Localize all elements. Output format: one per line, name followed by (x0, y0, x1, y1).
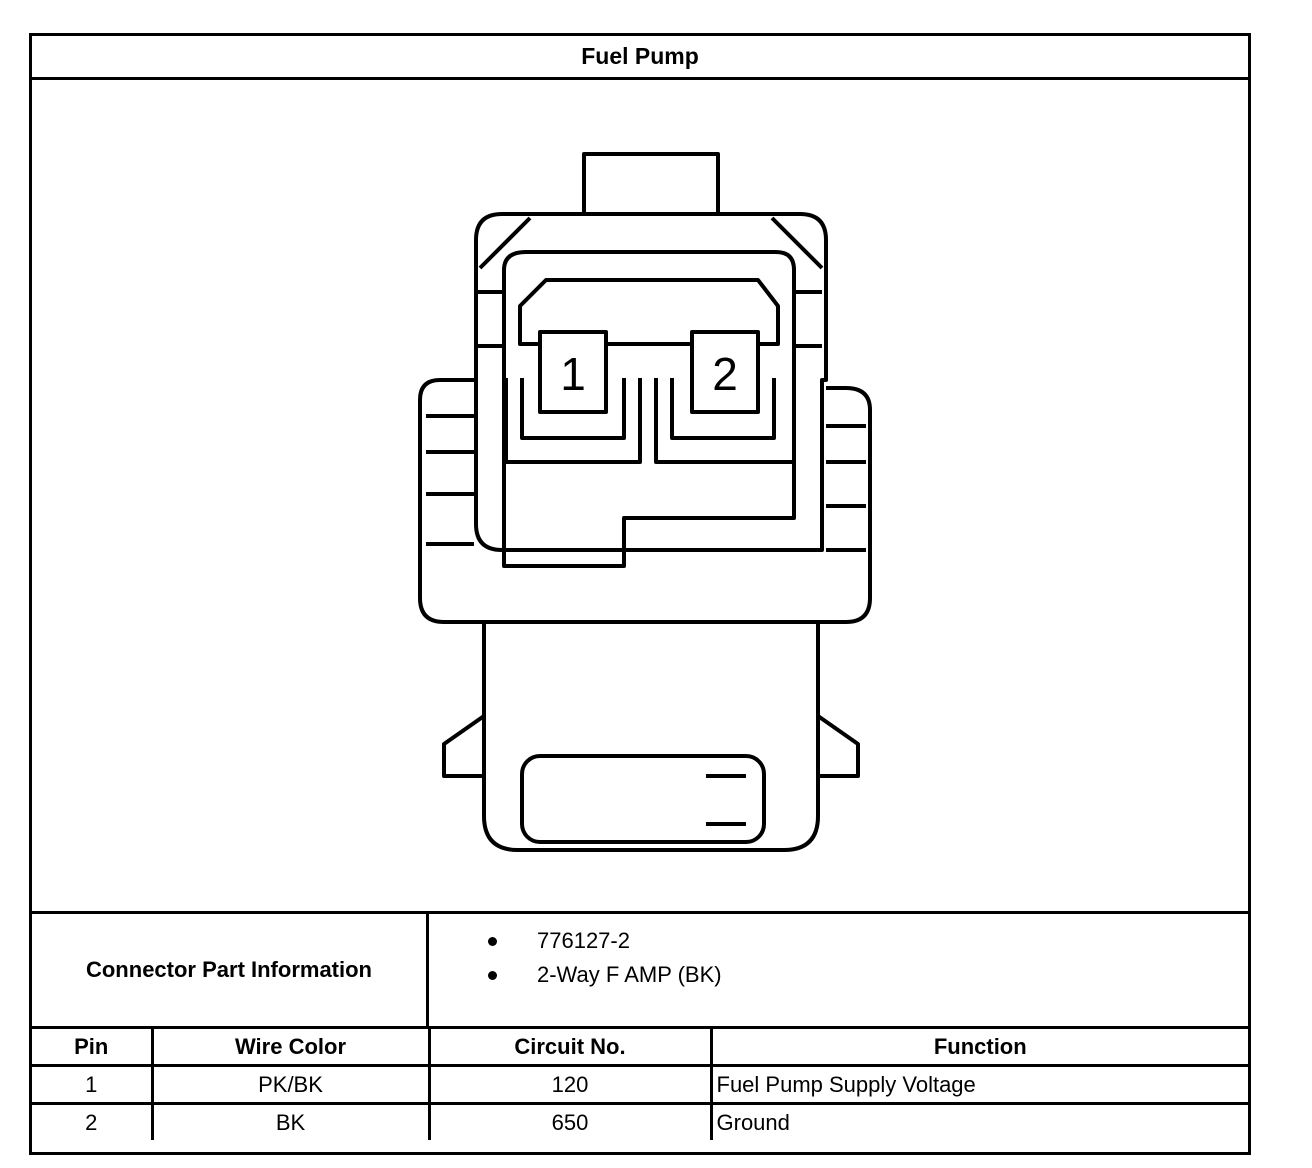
table-header-row: Pin Wire Color Circuit No. Function (32, 1029, 1248, 1067)
cell-pin: 2 (32, 1102, 154, 1140)
pin-label-1: 1 (560, 348, 586, 400)
connector-part-info-label: Connector Part Information (32, 914, 429, 1026)
cell-function: Fuel Pump Supply Voltage (709, 1064, 1248, 1105)
page-title: Fuel Pump (32, 36, 1248, 80)
cell-circuit-no: 650 (427, 1102, 713, 1140)
list-item: 2-Way F AMP (BK) (432, 958, 722, 992)
header-circuit-no: Circuit No. (427, 1029, 713, 1067)
pin-table: Pin Wire Color Circuit No. Function 1 PK… (32, 1029, 1248, 1140)
header-function: Function (709, 1029, 1248, 1067)
connector-description: 2-Way F AMP (BK) (537, 962, 722, 987)
cell-wire-color: BK (150, 1102, 431, 1140)
table-row: 2 BK 650 Ground (32, 1102, 1248, 1140)
header-pin: Pin (32, 1029, 154, 1067)
bullet-icon (488, 970, 497, 980)
cell-wire-color: PK/BK (150, 1064, 431, 1105)
connector-part-info-list: 776127-2 2-Way F AMP (BK) (432, 924, 722, 992)
part-number: 776127-2 (537, 928, 630, 953)
connector-part-information: Connector Part Information 776127-2 2-Wa… (32, 911, 1248, 1029)
connector-drawing: 1 2 (32, 80, 1248, 914)
pin-label-2: 2 (712, 348, 738, 400)
bullet-icon (488, 936, 497, 946)
cell-pin: 1 (32, 1064, 154, 1105)
list-item: 776127-2 (432, 924, 722, 958)
connector-face-illustration: 1 2 (418, 152, 872, 852)
connector-sheet: Fuel Pump (29, 33, 1251, 1155)
header-wire-color: Wire Color (150, 1029, 431, 1067)
cell-circuit-no: 120 (427, 1064, 713, 1105)
cell-function: Ground (709, 1102, 1248, 1140)
table-row: 1 PK/BK 120 Fuel Pump Supply Voltage (32, 1064, 1248, 1105)
